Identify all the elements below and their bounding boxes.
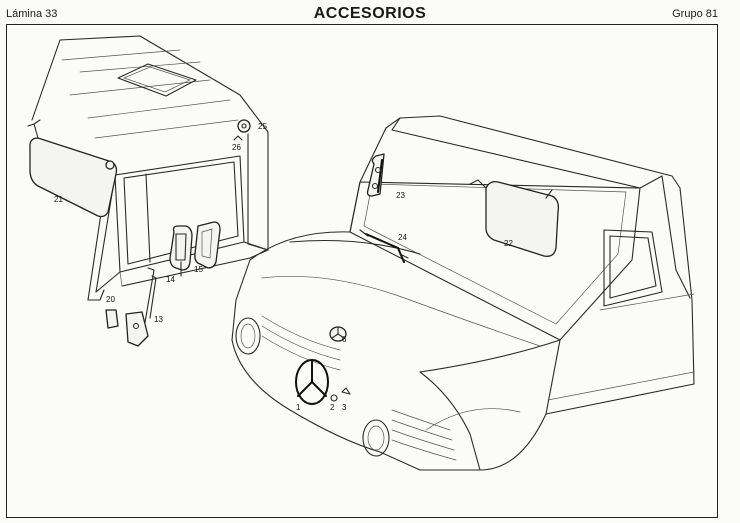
truck-cab [231,115,695,471]
callout-22: 22 [504,239,513,248]
callout-14: 14 [166,275,175,284]
grab-handle [366,153,385,197]
callout-13: 13 [154,315,163,324]
callout-25: 25 [258,122,267,131]
right-sun-visor [469,179,560,257]
callout-21: 21 [54,195,63,204]
wiper-arm-bracket [105,267,157,347]
small-fasteners [330,387,351,402]
callout-2: 2 [330,403,335,412]
roof-bar [359,229,409,263]
callout-labels: 21 25 26 23 24 22 14 15 20 13 6 1 2 3 [54,122,513,412]
small-star-emblem [329,326,347,342]
group-number: Grupo 81 [672,8,718,20]
callout-24: 24 [398,233,407,242]
callout-1: 1 [296,403,301,412]
front-star [295,359,329,405]
diagram-frame [6,24,718,518]
callout-15: 15 [194,265,203,274]
callout-20: 20 [106,295,115,304]
left-sun-visor [27,119,118,218]
roof-hook-parts [233,119,251,141]
plate-number: Lámina 33 [6,8,58,20]
callout-3: 3 [342,403,347,412]
callout-26: 26 [232,143,241,152]
callout-23: 23 [396,191,405,200]
page-title: ACCESORIOS [313,5,427,22]
interior-mirrors [169,221,221,277]
cab-interior-view [31,35,269,301]
callout-6: 6 [342,335,347,344]
